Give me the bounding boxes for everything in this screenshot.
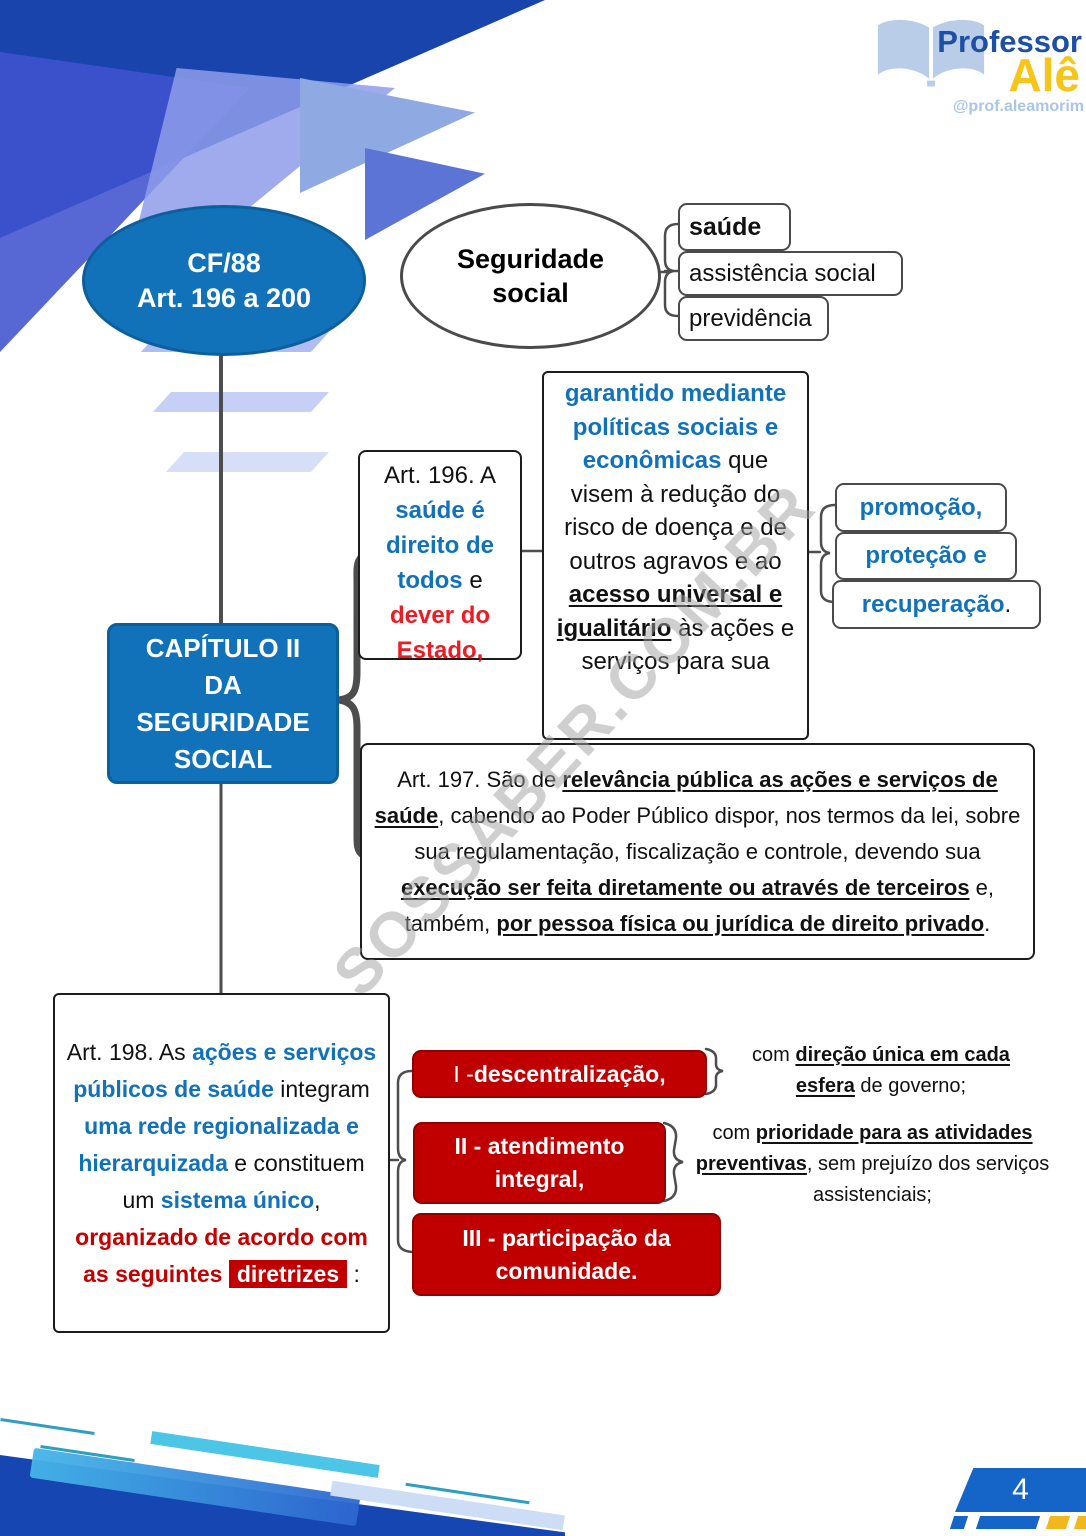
teal-streak-2: [40, 1444, 135, 1463]
brace-diretriz-2: [662, 1121, 684, 1203]
nota-direcao-unica: com direção única em cada esfera de gove…: [752, 1044, 1010, 1097]
chip-saude: saúde: [678, 203, 791, 251]
node-art198: Art. 198. As ações e serviços públicos d…: [53, 993, 390, 1333]
open-book-icon: [877, 19, 985, 87]
bracket-art198-diretrizes: [396, 1069, 414, 1254]
bottom-stripe-cyan: [150, 1431, 380, 1478]
cf88-line-2: Art. 196 a 200: [136, 282, 312, 313]
cf88-line-1: CF/88: [187, 247, 261, 278]
brace-diretriz-1: [704, 1047, 724, 1096]
teal-streak-4: [455, 1505, 545, 1522]
logo: Professor Alê @prof.aleamorim: [872, 8, 1084, 116]
node-art197: Art. 197. São de relevância pública as a…: [360, 743, 1035, 960]
diretriz-box-1: I - descentralização,: [412, 1050, 707, 1098]
chip-recuperacao: recuperação.: [832, 580, 1041, 629]
bottom-stripe-light: [330, 1480, 565, 1531]
node-seguridade: Seguridade social: [400, 203, 661, 349]
logo-name: Alê: [1008, 49, 1080, 101]
bottom-stripe-gradient: [29, 1447, 361, 1527]
node-garantido: garantido mediante políticas sociais e e…: [542, 371, 809, 740]
bracket-seguridade-components: [663, 222, 680, 318]
page-number-badge: 4: [955, 1468, 1086, 1512]
diretriz-box-3: III - participação da comunidade.: [412, 1213, 721, 1296]
capitulo-line-1: CAPÍTULO II: [145, 632, 301, 663]
triangle-light-blue: [300, 78, 475, 193]
step-bar-3: [165, 452, 330, 472]
chip-promocao: promoção,: [835, 483, 1007, 532]
node-art196: Art. 196. A saúde é direito de todos e d…: [358, 450, 522, 664]
triangle-dark-blue: [0, 0, 545, 238]
footer-stripe-blue: [975, 1516, 1041, 1529]
capitulo-line-4: SOCIAL: [173, 743, 273, 774]
art197-text: Art. 197. São de relevância pública as a…: [374, 766, 1021, 936]
chip-previdencia: previdência: [678, 296, 829, 341]
capitulo-line-3: SEGURIDADE: [136, 706, 310, 737]
logo-title: Professor: [937, 24, 1082, 59]
logo-handle: @prof.aleamorim: [952, 98, 1084, 115]
node-cf88: CF/88 Art. 196 a 200: [82, 205, 366, 356]
bottom-wedge-dark-blue: [0, 1455, 565, 1536]
teal-streak-1: [0, 1417, 95, 1436]
footer-stripe-yellow-2: [1073, 1516, 1086, 1529]
node-capitulo-ii: CAPÍTULO II DA SEGURIDADE SOCIAL: [107, 623, 339, 784]
footer-stripe-blue-small: [949, 1516, 969, 1529]
diretriz-box-2: II - atendimento integral,: [413, 1122, 666, 1204]
nota-prioridade-preventivas: com prioridade para as atividades preven…: [695, 1122, 1050, 1206]
page-number: 4: [1012, 1473, 1029, 1506]
capitulo-line-2: DA: [204, 669, 242, 700]
chip-protecao: proteção e: [835, 532, 1017, 580]
chip-assistencia-social: assistência social: [678, 251, 903, 296]
teal-streak-3: [405, 1482, 530, 1505]
art198-text: Art. 198. As ações e serviços públicos d…: [66, 1038, 377, 1288]
seguridade-label: Seguridade social: [456, 244, 605, 308]
step-bar-2: [152, 392, 330, 412]
footer-stripe-yellow-1: [1045, 1516, 1071, 1529]
